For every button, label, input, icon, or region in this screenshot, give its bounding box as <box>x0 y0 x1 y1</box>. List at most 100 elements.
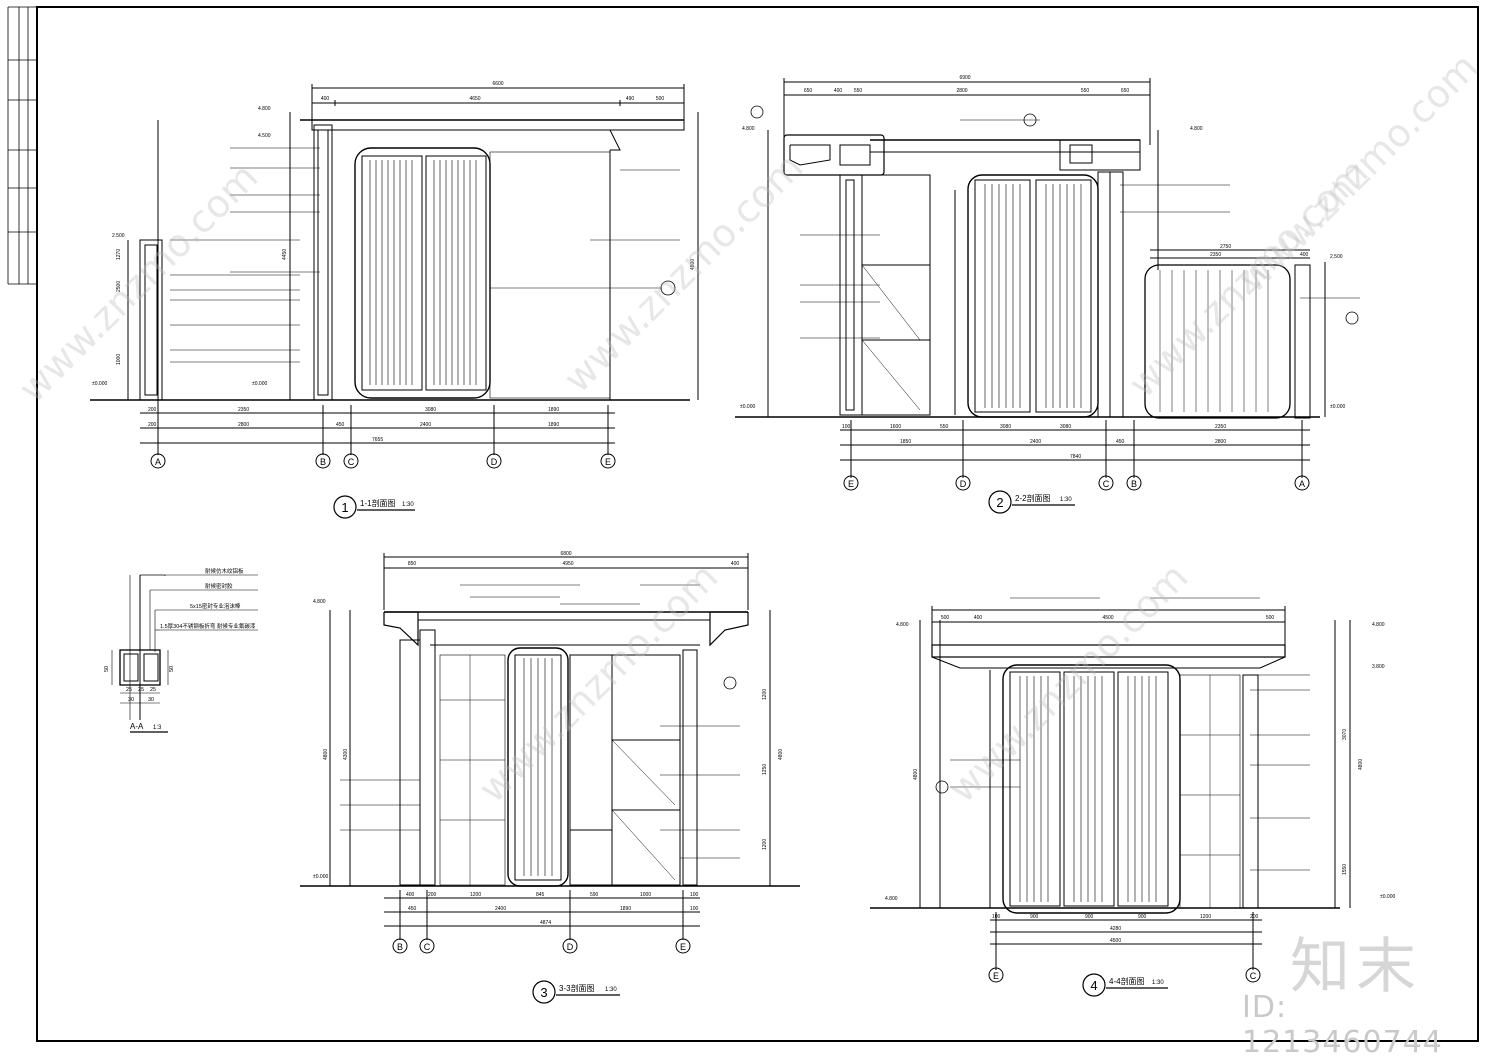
svg-text:3070: 3070 <box>1342 729 1348 740</box>
view-3-title-text: 3-3剖面图 <box>559 983 595 993</box>
svg-text:4.800: 4.800 <box>742 126 755 132</box>
svg-text:4800: 4800 <box>690 259 696 270</box>
svg-text:±0.000: ±0.000 <box>313 874 328 880</box>
view-2-axis-labels: E D C B A <box>843 475 1310 491</box>
svg-text:1000: 1000 <box>640 892 651 898</box>
sheet-border <box>36 6 1479 1042</box>
svg-text:4.800: 4.800 <box>258 106 271 112</box>
section-view-4 <box>870 597 1351 970</box>
svg-text:2350: 2350 <box>1215 424 1226 430</box>
detail-aa <box>111 574 258 733</box>
svg-text:4500: 4500 <box>1102 615 1113 621</box>
svg-text:400: 400 <box>834 88 843 94</box>
svg-text:450: 450 <box>1116 439 1125 445</box>
watermark-logo: 知末 <box>1290 932 1422 1002</box>
svg-text:1:3: 1:3 <box>153 725 162 731</box>
svg-text:4.800: 4.800 <box>313 599 326 605</box>
svg-text:1550: 1550 <box>1342 864 1348 875</box>
svg-text:400: 400 <box>731 561 740 567</box>
axis-c: C <box>348 457 355 467</box>
svg-text:2800: 2800 <box>238 422 249 428</box>
svg-text:6900: 6900 <box>959 75 970 81</box>
section-view-3 <box>300 553 800 940</box>
aa-label-2: 耐候密封胶 <box>205 582 233 590</box>
axis-b: B <box>320 457 326 467</box>
detail-aa-text: 耐候仿木纹铝板 耐候密封胶 5x15密封专业泡沫棒 1.5厚304不锈钢板折弯 … <box>104 567 256 731</box>
svg-text:50: 50 <box>169 666 175 672</box>
svg-text:4800: 4800 <box>323 749 329 760</box>
svg-text:C: C <box>1103 479 1110 489</box>
svg-text:2400: 2400 <box>1030 439 1041 445</box>
svg-text:450: 450 <box>408 906 417 912</box>
title-strip <box>7 6 37 285</box>
section-view-2 <box>735 78 1360 478</box>
svg-text:1850: 1850 <box>900 439 911 445</box>
svg-text:E: E <box>993 971 999 981</box>
svg-text:1200: 1200 <box>762 689 768 700</box>
view-2-title-text: 2-2剖面图 <box>1015 493 1051 503</box>
svg-text:4800: 4800 <box>778 749 784 760</box>
svg-text:1: 1 <box>341 500 348 515</box>
svg-text:1890: 1890 <box>620 906 631 912</box>
svg-text:400: 400 <box>974 615 983 621</box>
svg-text:200: 200 <box>428 892 437 898</box>
svg-text:±0.000: ±0.000 <box>252 381 267 387</box>
svg-text:200: 200 <box>148 422 157 428</box>
svg-text:500: 500 <box>656 96 665 102</box>
view-2-dim-text: 6900 650 400 550 2800 550 650 4.800 4.80… <box>740 75 1345 460</box>
svg-text:2750: 2750 <box>1220 244 1231 250</box>
svg-text:2350: 2350 <box>1210 252 1221 258</box>
svg-text:6800: 6800 <box>560 551 571 557</box>
view-3-dim-text: 6800 850 4950 400 4.800 ±0.000 400 200 1… <box>313 551 784 926</box>
view-4-title-text: 4-4剖面图 <box>1109 976 1145 986</box>
svg-text:±0.000: ±0.000 <box>1380 894 1395 900</box>
svg-text:1:30: 1:30 <box>1152 980 1164 986</box>
svg-text:7655: 7655 <box>372 437 383 443</box>
svg-text:4450: 4450 <box>282 249 288 260</box>
section-view-1 <box>90 84 699 455</box>
svg-text:25: 25 <box>138 687 144 693</box>
svg-text:30: 30 <box>148 697 154 703</box>
svg-text:400: 400 <box>321 96 330 102</box>
svg-text:490: 490 <box>626 96 635 102</box>
svg-text:100: 100 <box>690 906 699 912</box>
svg-text:1000: 1000 <box>116 354 122 365</box>
svg-text:2.500: 2.500 <box>1330 254 1343 260</box>
svg-text:2350: 2350 <box>238 407 249 413</box>
svg-text:3080: 3080 <box>1000 424 1011 430</box>
aa-label-4: 1.5厚304不锈钢板折弯 耐候专业氟碳漆 <box>160 622 256 630</box>
svg-text:4: 4 <box>1090 978 1097 993</box>
svg-text:4874: 4874 <box>540 920 551 926</box>
svg-text:4300: 4300 <box>343 749 349 760</box>
svg-text:1200: 1200 <box>762 839 768 850</box>
svg-text:900: 900 <box>1030 914 1039 920</box>
svg-text:650: 650 <box>1121 88 1130 94</box>
axis-d: D <box>491 457 498 467</box>
svg-text:B: B <box>397 942 403 952</box>
svg-text:±0.000: ±0.000 <box>1330 404 1345 410</box>
svg-text:4800: 4800 <box>1358 759 1364 770</box>
svg-text:200: 200 <box>1250 914 1259 920</box>
svg-text:D: D <box>960 479 967 489</box>
svg-text:2400: 2400 <box>420 422 431 428</box>
aa-label-3: 5x15密封专业泡沫棒 <box>190 602 241 610</box>
svg-text:1200: 1200 <box>1200 914 1211 920</box>
svg-text:C: C <box>1250 971 1257 981</box>
svg-text:1600: 1600 <box>890 424 901 430</box>
svg-text:900: 900 <box>1138 914 1147 920</box>
svg-text:±0.000: ±0.000 <box>740 404 755 410</box>
svg-text:4.800: 4.800 <box>1190 126 1203 132</box>
svg-text:4.800: 4.800 <box>896 622 909 628</box>
svg-text:2400: 2400 <box>495 906 506 912</box>
svg-text:25: 25 <box>150 687 156 693</box>
svg-text:4.800: 4.800 <box>885 896 898 902</box>
svg-text:E: E <box>680 942 686 952</box>
aa-label-1: 耐候仿木纹铝板 <box>205 567 244 575</box>
svg-text:C: C <box>424 942 431 952</box>
svg-text:550: 550 <box>854 88 863 94</box>
svg-text:±0.000: ±0.000 <box>92 381 107 387</box>
svg-text:650: 650 <box>804 88 813 94</box>
svg-text:500: 500 <box>1266 615 1275 621</box>
svg-text:2.500: 2.500 <box>112 233 125 239</box>
